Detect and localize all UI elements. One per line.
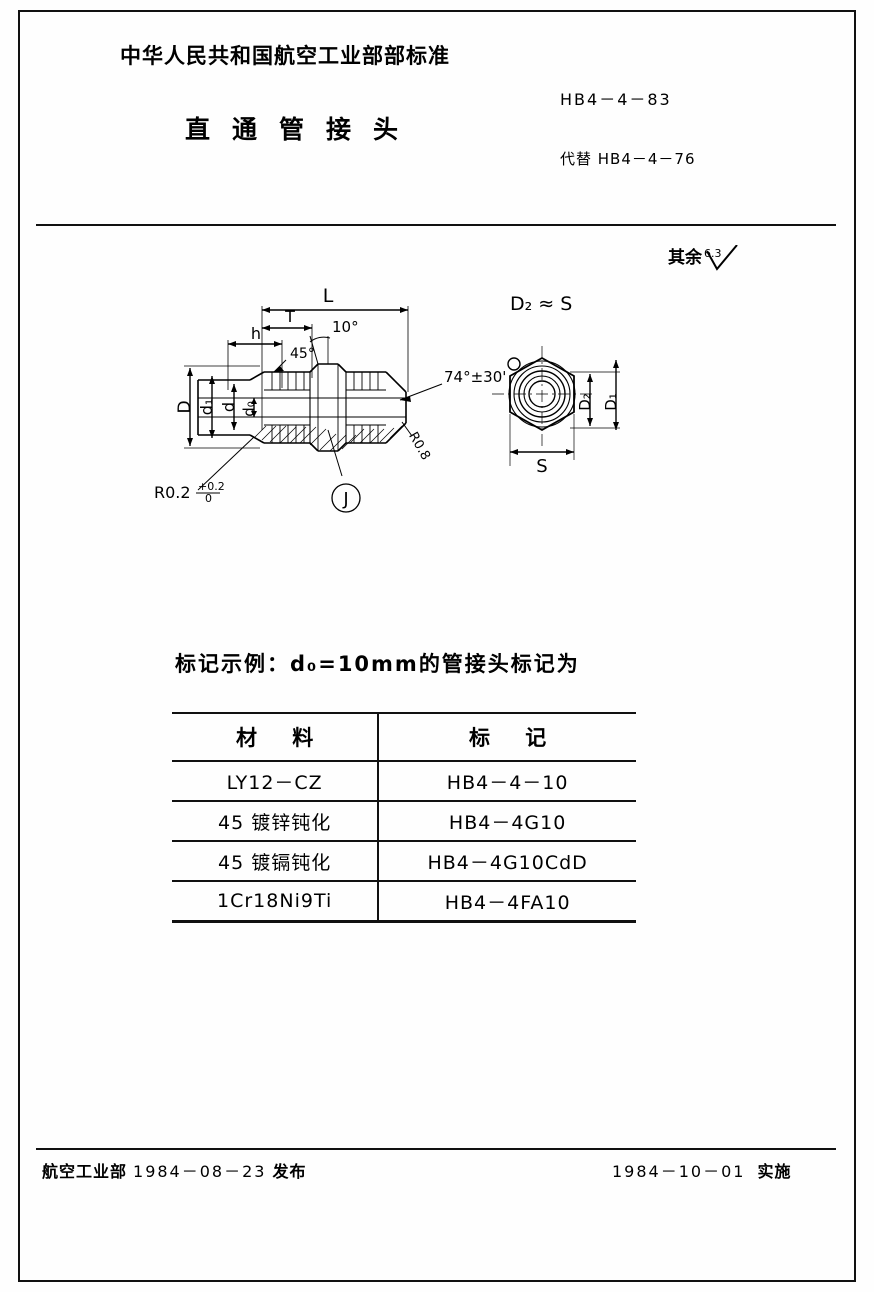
label-angle-45: 45° <box>290 346 315 362</box>
label-radius-r02-upper-tol: +0.2 <box>198 480 225 493</box>
page-border-top <box>18 10 856 12</box>
page-title: 直通管接头 <box>185 115 421 144</box>
marking-table: 材 料 标 记 LY12－CZ HB4－4－10 45 镀锌钝化 HB4－4G1… <box>172 712 636 923</box>
cell-marking: HB4－4－10 <box>378 761 636 802</box>
cell-material: 45 镀镉钝化 <box>172 841 380 882</box>
footer-effective-date: 1984－10－01 <box>612 1162 746 1181</box>
cell-material: 45 镀锌钝化 <box>172 801 380 842</box>
cell-marking: HB4－4G10 <box>378 801 636 842</box>
small-bore-circle <box>507 357 521 371</box>
label-dia-d0: d₀ <box>240 401 258 417</box>
technical-drawing: L T h D d₁ d d₀ 45° 10° 74°±30' R0.8 R0.… <box>154 285 620 513</box>
footer-effective-action: 实施 <box>757 1162 792 1181</box>
label-angle-74: 74°±30' <box>444 368 506 386</box>
column-header-material: 材 料 <box>172 712 380 762</box>
label-dia-d1: d₁ <box>197 399 216 416</box>
roughness-note-label: 其余 <box>668 248 702 268</box>
cell-material: 1Cr18Ni9Ti <box>172 881 380 923</box>
table-row: 1Cr18Ni9Ti HB4－4FA10 <box>172 881 636 923</box>
page-border-bottom <box>18 1280 856 1282</box>
label-angle-10: 10° <box>332 318 359 336</box>
label-across-flats-S: S <box>536 456 547 477</box>
table-header-row: 材 料 标 记 <box>172 712 636 762</box>
footer-issue-action: 发布 <box>272 1162 307 1181</box>
footer-issue-date: 1984－08－23 <box>133 1162 267 1181</box>
label-height-h: h <box>251 324 261 343</box>
label-radius-r02-lower-tol: 0 <box>205 492 212 505</box>
label-dia-D1: D₁ <box>602 393 620 411</box>
page-border-right <box>854 10 856 1282</box>
label-radius-r08: R0.8 <box>405 430 433 463</box>
label-length-L: L <box>323 285 334 307</box>
cell-marking: HB4－4G10CdD <box>378 841 636 882</box>
table-row: LY12－CZ HB4－4－10 <box>172 761 636 802</box>
footer-issue-block: 航空工业部 1984－08－23 发布 <box>42 1158 306 1182</box>
label-callout-J: J <box>342 489 348 510</box>
replaced-standard-number: 代替 HB4－4－76 <box>560 150 696 168</box>
issuing-body-heading: 中华人民共和国航空工业部部标准 <box>120 44 450 68</box>
cell-material: LY12－CZ <box>172 761 380 802</box>
header-divider <box>36 224 836 226</box>
label-dia-D2: D₂ <box>576 393 594 411</box>
column-header-marking: 标 记 <box>378 712 636 762</box>
label-radius-r02: R0.2 <box>154 483 191 502</box>
footer-divider <box>36 1148 836 1150</box>
table-row: 45 镀镉钝化 HB4－4G10CdD <box>172 841 636 882</box>
footer-effective-block: 1984－10－01 实施 <box>612 1158 791 1182</box>
cell-marking: HB4－4FA10 <box>378 881 636 923</box>
roughness-symbol-icon <box>706 244 739 271</box>
footer-issuer: 航空工业部 <box>42 1162 128 1181</box>
standard-number: HB4－4－83 <box>560 90 672 109</box>
marking-example-caption: 标记示例：d₀=10mm的管接头标记为 <box>175 652 580 676</box>
label-end-view-note: D₂ ≈ S <box>510 293 572 315</box>
page-border-left <box>18 10 20 1282</box>
label-dia-d: d <box>219 402 238 412</box>
label-dia-D: D <box>175 400 195 413</box>
roughness-value: 6.3 <box>704 247 722 260</box>
label-thread-T: T <box>284 307 295 326</box>
table-row: 45 镀锌钝化 HB4－4G10 <box>172 801 636 842</box>
